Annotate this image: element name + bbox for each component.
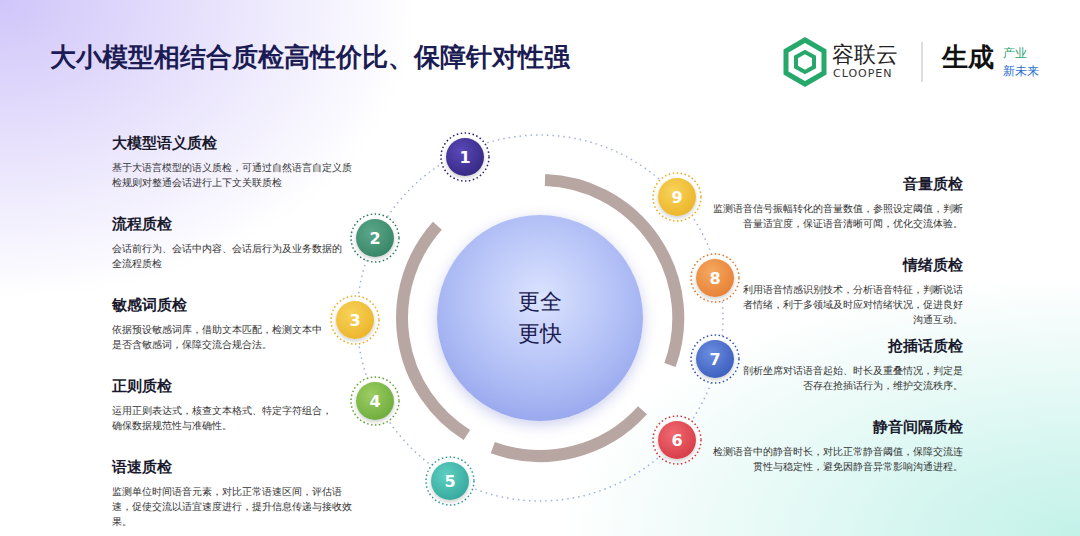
callout-number: 9 xyxy=(671,188,682,207)
callout-ring xyxy=(653,416,701,464)
title: 大小模型相结合质检高性价比、保障针对性强 xyxy=(50,40,570,75)
callout-circle: 1 xyxy=(446,138,484,176)
item-description: 运用正则表达式，核查文本格式、特定字符组合，确保数据规范性与准确性。 xyxy=(112,403,334,433)
center-circle: 更全 更快 xyxy=(437,215,643,421)
callout-number: 5 xyxy=(444,472,455,491)
logo-text: 容联云 xyxy=(832,40,898,70)
callout-circle: 8 xyxy=(696,259,734,297)
callout-circle: 6 xyxy=(658,421,696,459)
item-description: 剖析坐席对话语音起始、时长及重叠情况，判定是否存在抢插话行为，维护交流秩序。 xyxy=(741,363,963,393)
logo-icon xyxy=(786,40,824,84)
callout-circle: 9 xyxy=(658,178,696,216)
center-text: 更全 更快 xyxy=(515,286,566,350)
item-heading: 大模型语义质检 xyxy=(112,134,217,153)
callout-number: 7 xyxy=(709,350,720,369)
item-description: 利用语音情感识别技术，分析语音特征，判断说话者情绪，利于多领域及时应对情绪状况，… xyxy=(741,282,963,328)
item-description: 监测语音信号振幅转化的音量数值，参照设定阈值，判断音量适宜度，保证语音清晰可闻，… xyxy=(709,201,963,231)
item-description: 依据预设敏感词库，借助文本匹配，检测文本中是否含敏感词，保障交流合规合法。 xyxy=(112,322,330,352)
callout-circle: 7 xyxy=(696,340,734,378)
callout-number: 6 xyxy=(671,431,682,450)
item-heading: 正则质检 xyxy=(112,377,172,396)
callout-number: 8 xyxy=(709,269,720,288)
item-description: 监测单位时间语音元素，对比正常语速区间，评估语速，促使交流以适宜速度进行，提升信… xyxy=(112,484,360,530)
item-description: 基于大语言模型的语义质检，可通过自然语言自定义质检规则对整通会话进行上下文关联质… xyxy=(112,160,360,190)
logo-separator xyxy=(922,42,923,82)
item-heading: 音量质检 xyxy=(903,175,963,194)
callout-circle: 2 xyxy=(356,219,394,257)
callout-circle: 3 xyxy=(336,301,374,339)
callout-ring xyxy=(691,335,739,383)
callout-circle: 5 xyxy=(431,462,469,500)
logo-text: 新未来 xyxy=(1003,63,1039,80)
callout-number: 1 xyxy=(459,148,470,167)
item-heading: 抢插话质检 xyxy=(888,337,963,356)
item-heading: 情绪质检 xyxy=(903,256,963,275)
orbit-ring xyxy=(357,135,723,501)
callout-ring xyxy=(426,457,474,505)
callout-number: 3 xyxy=(349,311,360,330)
callout-number: 4 xyxy=(369,392,380,411)
callout-ring xyxy=(653,173,701,221)
item-description: 检测语音中的静音时长，对比正常静音阈值，保障交流连贯性与稳定性，避免因静音异常影… xyxy=(709,444,963,474)
item-description: 会话前行为、会话中内容、会话后行为及业务数据的全流程质检 xyxy=(112,241,344,271)
callout-ring xyxy=(441,133,489,181)
callout-circle: 4 xyxy=(356,382,394,420)
item-heading: 流程质检 xyxy=(112,215,172,234)
callout-ring xyxy=(351,377,399,425)
logo-text: 生成 xyxy=(942,40,994,75)
item-heading: 敏感词质检 xyxy=(112,296,187,315)
item-heading: 静音间隔质检 xyxy=(873,418,963,437)
callout-number: 2 xyxy=(369,229,380,248)
logo-text: 产业 xyxy=(1003,45,1027,62)
callout-ring xyxy=(691,254,739,302)
callout-ring xyxy=(331,296,379,344)
item-heading: 语速质检 xyxy=(112,458,172,477)
callout-ring xyxy=(351,214,399,262)
logo-text: CLOOPEN xyxy=(833,67,893,80)
